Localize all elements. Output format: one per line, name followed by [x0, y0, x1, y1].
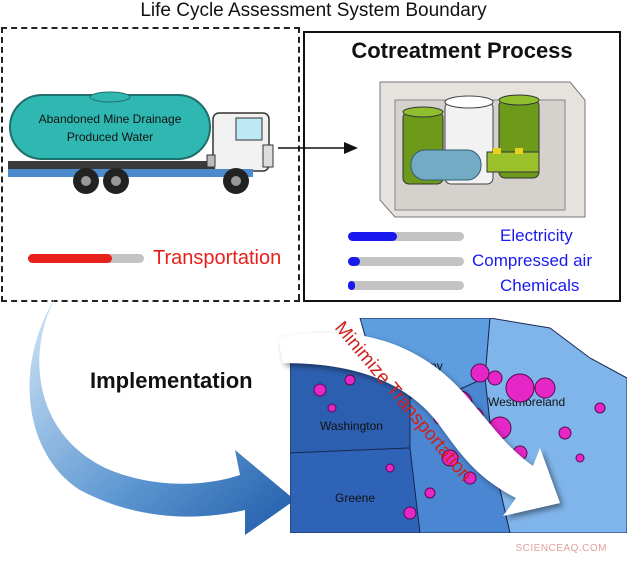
- system-boundary-dashed-edge: [298, 27, 300, 300]
- compressed-air-label: Compressed air: [472, 251, 592, 270]
- electricity-label: Electricity: [500, 226, 573, 245]
- transportation-label: Transportation: [153, 247, 282, 269]
- chemicals-bar-fill: [348, 281, 355, 290]
- flow-arrow: [278, 142, 358, 154]
- compressed-air-bar: [348, 257, 464, 266]
- county-map: Washington Greene Allegheny Westmoreland: [290, 318, 627, 533]
- cotreatment-process-box: [303, 31, 621, 302]
- diagram-title: Life Cycle Assessment System Boundary: [140, 0, 487, 21]
- transportation-bar: [28, 254, 144, 263]
- compressed-air-bar-fill: [348, 257, 360, 266]
- electricity-bar-fill: [348, 232, 397, 241]
- cotreatment-equipment-illustration: [379, 81, 586, 218]
- tank-label-line2: Produced Water: [67, 130, 153, 144]
- system-boundary-dashed-box: [1, 27, 300, 302]
- electricity-bar: [348, 232, 464, 241]
- watermark: SCIENCEAQ.COM: [515, 543, 607, 554]
- implementation-label: Implementation: [90, 368, 253, 393]
- county-washington: Washington: [320, 419, 383, 433]
- county-westmoreland: Westmoreland: [488, 395, 565, 409]
- chemicals-label: Chemicals: [500, 276, 580, 295]
- cotreatment-process-title: Cotreatment Process: [351, 38, 573, 63]
- minimize-transportation-arrow: Minimize Transportation: [278, 318, 560, 516]
- county-greene: Greene: [335, 491, 375, 505]
- tanker-truck-illustration: Abandoned Mine Drainage Produced Water: [8, 91, 274, 194]
- transportation-bar-fill: [28, 254, 112, 263]
- implementation-curved-arrow: [29, 290, 295, 535]
- chemicals-bar: [348, 281, 464, 290]
- tank-label-line1: Abandoned Mine Drainage: [39, 112, 182, 126]
